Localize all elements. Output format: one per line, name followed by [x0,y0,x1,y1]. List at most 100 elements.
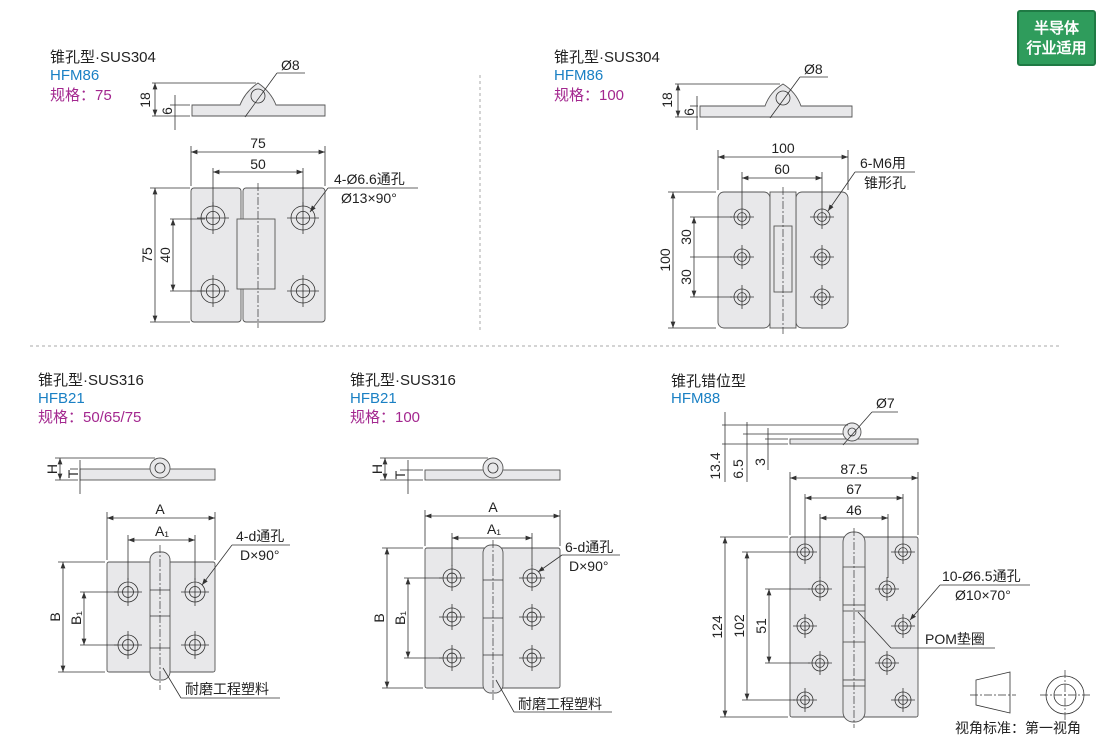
dim-width: 75 [250,135,266,151]
countersunk-hole-icon [810,205,834,229]
callout-line2: D×90° [240,547,279,563]
dim-hole-pitch-x: A₁ [487,521,501,537]
mounting-holes [730,205,834,309]
countersunk-hole-icon [875,577,899,601]
countersunk-hole-icon [519,645,545,671]
countersunk-hole-icon [793,688,817,712]
truncated-cone-icon [975,671,1011,714]
dim-plate-thickness: 6 [681,108,697,116]
callout-line1: 6-d通孔 [565,539,613,555]
countersunk-hole-icon [197,275,229,307]
dim-width: 87.5 [840,461,867,477]
dim-height: 75 [139,247,155,263]
callout-line1: 10-Ø6.5通孔 [942,568,1021,584]
spec-label: 规格：100 [554,87,624,104]
dim-height: B [47,612,63,621]
dim-plate-thickness: T [65,469,81,478]
dim-hole-pitch-x: A₁ [155,523,169,539]
dim-hole-pitch-y: B₁ [392,611,408,625]
dim-pitch-y-inner: 51 [753,618,769,634]
callout-line2: Ø13×90° [341,190,397,206]
semiconductor-industry-badge: 半导体 行业适用 [1017,10,1096,66]
countersunk-hole-icon [808,577,832,601]
dim-hole-pitch-y: 40 [157,247,173,263]
countersunk-hole-icon [439,604,465,630]
mounting-holes [197,202,319,307]
spec-label: 规格：100 [350,409,420,426]
countersunk-hole-icon [891,614,915,638]
countersunk-hole-icon [891,540,915,564]
countersunk-hole-icon [181,631,209,659]
countersunk-hole-icon [197,202,229,234]
material-note: 耐磨工程塑料 [185,681,269,697]
projection-label: 视角标准：第一视角 [955,720,1081,736]
dim-height: B [371,613,387,622]
dim-total-height: 18 [659,92,675,108]
dim-height: 100 [657,248,673,272]
dim-plate-thickness: 3 [752,458,768,466]
panel-hfb21-small: 锥孔型·SUS316 HFB21 规格：50/65/75 H T A A₁ B … [38,372,290,699]
countersunk-hole-icon [810,245,834,269]
panel-hfm88: 锥孔错位型 HFM88 13.4 6.5 3 Ø7 87.5 67 46 124… [671,373,1030,728]
dim-total-height: H [44,464,60,474]
countersunk-hole-icon [287,275,319,307]
mounting-holes [114,578,209,659]
side-view [191,82,326,117]
dim-width: A [155,501,165,517]
dim-width: 100 [771,140,795,156]
panel-title: 锥孔型·SUS316 [38,372,144,389]
dim-pitch-y-outer: 102 [731,614,747,638]
panel-hfb21-100: 锥孔型·SUS316 HFB21 规格：100 H T A A₁ B B₁ 6-… [350,372,620,713]
panel-title: 锥孔型·SUS304 [554,49,660,66]
countersunk-hole-icon [730,245,754,269]
countersunk-hole-icon [730,285,754,309]
countersunk-hole-icon [287,202,319,234]
countersunk-hole-icon [793,540,817,564]
countersunk-hole-icon [810,285,834,309]
model-code: HFB21 [350,390,397,407]
dim-pitch-inner: 46 [846,502,862,518]
countersunk-hole-icon [114,631,142,659]
dim-width: A [488,499,498,515]
pom-washer-note: POM垫圈 [925,631,985,647]
callout-line2: D×90° [569,558,608,574]
panel-hfm86-100: 锥孔型·SUS304 HFM86 规格：100 18 6 Ø8 100 60 1… [554,49,915,334]
panel-title: 锥孔型·SUS304 [50,49,156,66]
mounting-holes [439,565,545,671]
countersunk-hole-icon [519,604,545,630]
countersunk-hole-icon [114,578,142,606]
dim-total-height: H [369,464,385,474]
dim-total-height: 13.4 [707,452,723,479]
countersunk-hole-icon [793,614,817,638]
dim-total-height: 18 [137,92,153,108]
countersunk-hole-icon [181,578,209,606]
badge-line1: 半导体 [1033,20,1079,37]
dim-hole-pitch-y1: 30 [678,229,694,245]
countersunk-hole-icon [730,205,754,229]
model-code: HFM86 [554,67,603,84]
model-code: HFM86 [50,67,99,84]
spec-label: 规格：75 [50,87,112,104]
dim-hole-pitch-x: 60 [774,161,790,177]
dim-pitch-outer: 67 [846,481,862,497]
callout-line1: 6-M6用 [860,155,906,171]
model-code: HFM88 [671,390,720,407]
dim-hole-pitch-x: 50 [250,156,266,172]
material-note: 耐磨工程塑料 [518,696,602,712]
dim-pin-diameter: Ø8 [804,61,823,77]
dim-hole-pitch-y: B₁ [68,611,84,625]
model-code: HFB21 [38,390,85,407]
panel-hfm86-75: 锥孔型·SUS304 HFM86 规格：75 18 6 Ø8 75 50 75 … [50,49,418,328]
panel-title: 锥孔错位型 [671,373,746,390]
callout-line2: 锥形孔 [864,175,906,191]
countersunk-hole-icon [439,565,465,591]
dim-plate-thickness: 6 [159,107,175,115]
countersunk-hole-icon [808,651,832,675]
dim-hole-pitch-y2: 30 [678,269,694,285]
callout-line1: 4-Ø6.6通孔 [334,171,405,187]
dim-height: 124 [709,615,725,639]
spec-label: 规格：50/65/75 [38,409,141,426]
countersunk-hole-icon [875,651,899,675]
callout-line1: 4-d通孔 [236,528,284,544]
